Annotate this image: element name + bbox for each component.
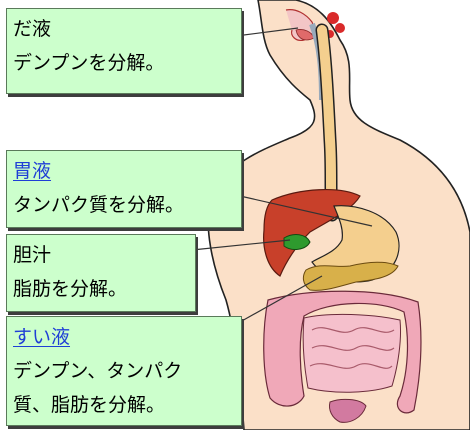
bile-title: 胆汁 [13, 238, 189, 272]
pancreatic-juice-callout: すい液 デンプン、タンパク 質、脂肪を分解。 [6, 316, 242, 426]
pancreatic-juice-link[interactable]: すい液 [13, 320, 70, 354]
pancreatic-juice-description-line2: 質、脂肪を分解。 [13, 388, 235, 422]
gastric-juice-description: タンパク質を分解。 [13, 188, 235, 222]
pancreatic-juice-description-line1: デンプン、タンパク [13, 354, 235, 388]
saliva-title: だ液 [13, 12, 235, 46]
salivary-gland-lower [335, 23, 345, 33]
bile-callout: 胆汁 脂肪を分解。 [6, 234, 196, 312]
gastric-juice-link[interactable]: 胃液 [13, 154, 51, 188]
bile-description: 脂肪を分解。 [13, 272, 189, 306]
small-intestine [303, 314, 400, 392]
saliva-callout: だ液 デンプンを分解。 [6, 8, 242, 94]
gastric-juice-callout: 胃液 タンパク質を分解。 [6, 150, 242, 228]
salivary-gland-upper [327, 12, 339, 24]
saliva-description: デンプンを分解。 [13, 46, 235, 80]
